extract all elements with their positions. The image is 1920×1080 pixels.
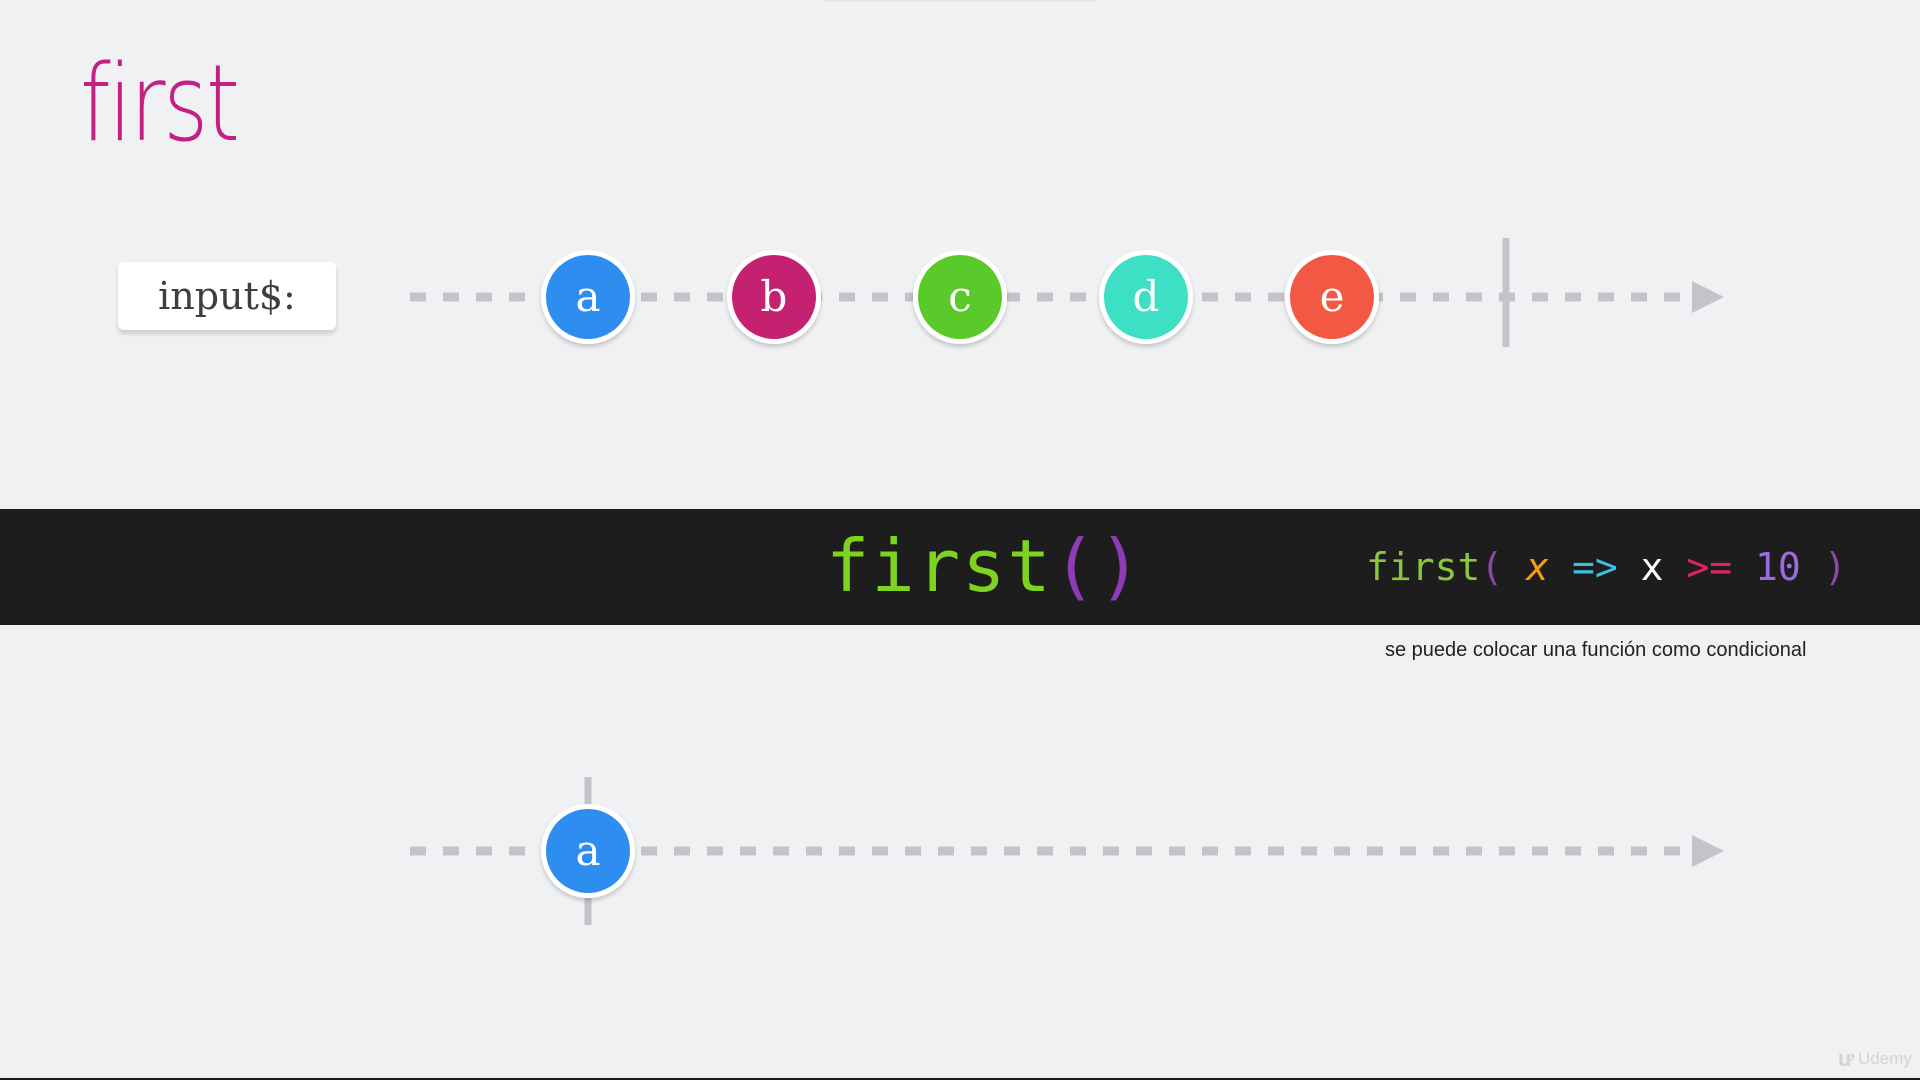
marble-a: a	[541, 250, 635, 344]
output-marble-a-label: a	[575, 826, 600, 875]
marble-c: c	[913, 250, 1007, 344]
code-number: 10	[1755, 545, 1801, 589]
marble-b: b	[727, 250, 821, 344]
udemy-watermark: ư Udemy	[1838, 1046, 1912, 1072]
operator-open-paren: (	[1052, 524, 1099, 608]
code-operator: >=	[1686, 545, 1733, 589]
marble-a-label: a	[575, 272, 600, 321]
bottom-border	[0, 1078, 1920, 1080]
diagram-title: first	[80, 42, 240, 165]
top-tab-decoration	[820, 0, 1100, 2]
udemy-logo-icon: ư	[1838, 1046, 1854, 1071]
input-stream-label-text: input$:	[158, 274, 296, 318]
input-timeline-arrowhead	[1692, 281, 1724, 313]
operator-band	[0, 509, 1920, 625]
operator-name-text: first	[826, 524, 1053, 608]
code-arrow: =>	[1571, 545, 1618, 589]
code-close-paren: )	[1823, 545, 1847, 589]
marble-e: e	[1285, 250, 1379, 344]
marble-e-label: e	[1320, 272, 1345, 321]
watermark-text: Udemy	[1857, 1049, 1912, 1068]
operator-code-example: first( x => x >= 10 )	[1366, 545, 1847, 589]
marble-d: d	[1099, 250, 1193, 344]
marble-d-label: d	[1133, 272, 1160, 321]
input-marbles: a b c d e	[541, 250, 1379, 344]
code-open-paren: (	[1480, 545, 1504, 589]
input-stream-label: input$:	[118, 262, 336, 330]
code-var: x	[1640, 545, 1664, 589]
output-timeline-arrowhead	[1692, 835, 1724, 867]
output-marble-a: a	[541, 804, 635, 898]
marble-b-label: b	[761, 272, 788, 321]
code-param: x	[1526, 545, 1550, 589]
operator-close-paren: )	[1098, 524, 1144, 608]
code-fn: first	[1366, 545, 1481, 589]
operator-name: first()	[826, 524, 1143, 608]
marble-c-label: c	[948, 272, 972, 321]
caption-text: se puede colocar una función como condic…	[1385, 639, 1807, 661]
